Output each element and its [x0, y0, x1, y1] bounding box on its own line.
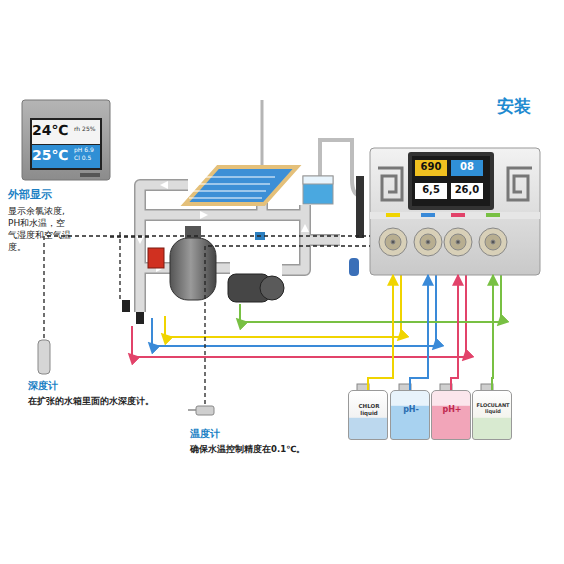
controller-body	[370, 148, 540, 275]
pump-tag	[486, 213, 500, 217]
dosing-lines	[132, 275, 501, 357]
display-value: rh 25%	[74, 125, 104, 133]
screen-value: 690	[415, 161, 447, 174]
screen-cell	[415, 160, 447, 176]
balance-tank	[303, 176, 333, 204]
canister-label: FLOCULANT liquid	[473, 402, 513, 415]
temperature-sensor	[196, 406, 214, 415]
depth-sensor	[38, 340, 50, 374]
sensor-tip	[188, 409, 196, 411]
cable	[261, 100, 264, 168]
external-display: 24℃rh 25%25℃pH 6.9 Cl 0.5外部显示显示余氯浓度, PH和…	[22, 100, 110, 180]
description: 在扩张的水箱里面的水深度计。	[28, 396, 178, 407]
signal-wire	[110, 232, 150, 300]
screen-cell	[451, 160, 483, 176]
screen-cell	[451, 183, 483, 199]
component-name: 外部显示	[8, 188, 118, 202]
chemical-canister: pH-	[390, 390, 430, 440]
screen	[412, 156, 490, 206]
screen-value: 08	[451, 161, 483, 174]
depth-sensor-node: 深度计在扩张的水箱里面的水深度计。	[28, 338, 178, 418]
valve	[136, 312, 144, 324]
chemical-canister: pH+	[431, 390, 471, 440]
sand-filter	[170, 238, 216, 300]
canister-label: pH-	[391, 405, 431, 415]
peristaltic-pumps	[379, 228, 507, 256]
canister-label: CHLOR liquid	[349, 403, 389, 417]
flow-sensor	[255, 232, 265, 240]
chemical-canister: CHLOR liquid	[348, 390, 388, 440]
signal-cable	[205, 246, 370, 404]
probe-holder	[356, 176, 364, 238]
component-name: 温度计	[190, 428, 370, 441]
heater	[148, 248, 164, 268]
dosing-line	[368, 275, 393, 390]
probe	[349, 258, 359, 276]
dosing-line	[410, 275, 428, 390]
display-logo	[80, 173, 100, 177]
canister-label: pH+	[432, 405, 472, 415]
greek-key	[508, 168, 532, 200]
pump-head	[260, 276, 284, 300]
diagram-title: 安装	[497, 95, 531, 118]
description: 确保水温控制精度在0.1℃。	[190, 444, 370, 455]
screen-value: 26,0	[451, 184, 483, 197]
display-value: 24℃	[32, 122, 74, 140]
temperature-sensor-node: 温度计确保水温控制精度在0.1℃。	[186, 404, 376, 460]
screen-bezel	[408, 152, 494, 210]
pump-strip	[370, 212, 540, 219]
display-value: 25℃	[32, 147, 74, 165]
valve	[122, 300, 130, 312]
component-name: 深度计	[28, 380, 178, 393]
pump-tag	[386, 213, 400, 217]
dosing-line	[492, 275, 493, 390]
pool-lanes	[189, 177, 275, 198]
greek-key	[378, 168, 402, 200]
pump-tag	[421, 213, 435, 217]
pool	[185, 167, 297, 204]
display-cell	[32, 145, 100, 168]
screen-value: 6,5	[415, 184, 447, 197]
signal-cable	[44, 236, 370, 338]
pump-tag	[451, 213, 465, 217]
chemical-canister: FLOCULANT liquid	[472, 390, 512, 440]
display-body	[22, 100, 110, 180]
display-value: pH 6.9 Cl 0.5	[74, 146, 98, 161]
dosing-line	[451, 275, 458, 390]
dosing-controller: 690 08 6,5 26,0	[370, 148, 540, 275]
screen-cell	[415, 183, 447, 199]
description: 显示余氯浓度, PH和水温，空气湿度和空气温度。	[8, 205, 74, 254]
balance-tank-top	[303, 176, 333, 184]
